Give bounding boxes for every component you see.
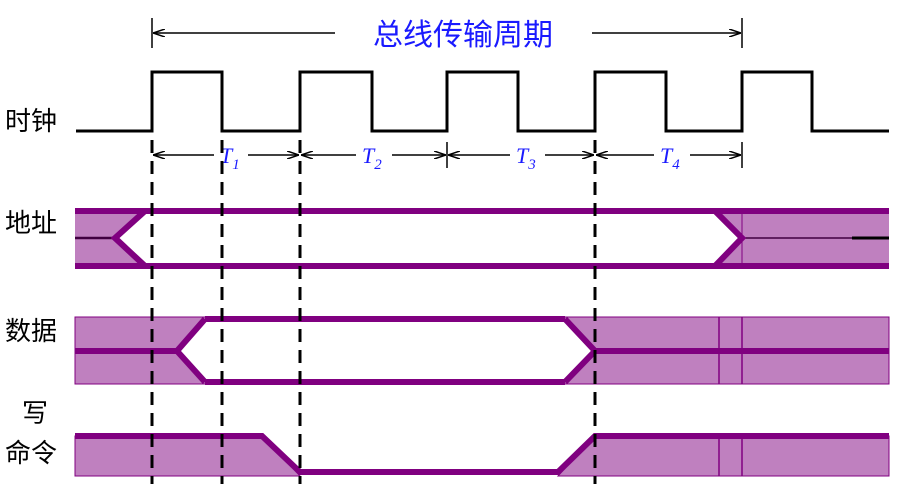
write-label-1: 写 [22,399,48,429]
clock-label: 时钟 [5,107,57,137]
bus-cycle-title: 总线传输周期 [373,18,553,53]
write-command-waveform [74,433,890,477]
timing-guides [150,140,597,484]
address-waveform [75,208,889,269]
period-arrows [153,142,743,168]
period-label-t4: T4 [660,143,680,173]
data-label: 数据 [5,317,57,347]
period-label-t3: T3 [516,143,536,173]
write-label-2: 命令 [5,439,57,469]
period-label-t2: T2 [362,143,382,173]
data-waveform [74,316,890,385]
address-label: 地址 [5,209,57,239]
bus-cycle-arrow [151,18,743,48]
clock-waveform [76,70,889,133]
